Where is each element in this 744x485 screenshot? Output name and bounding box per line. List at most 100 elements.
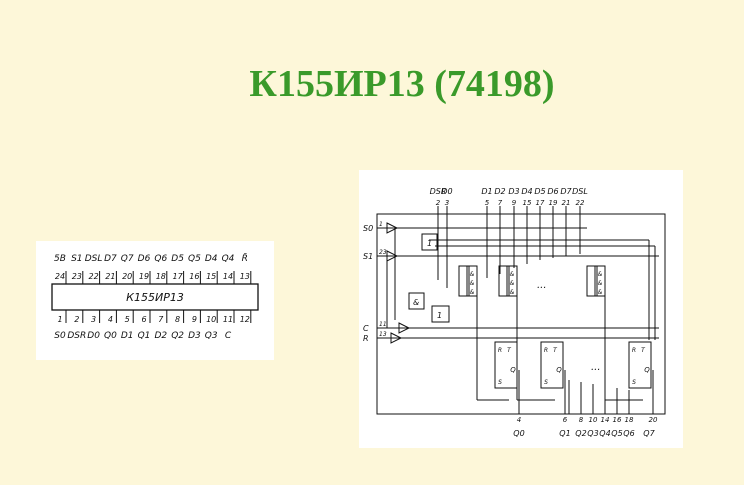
pin-bottom-label: Q0 bbox=[104, 331, 117, 341]
control-pin-number: 11 bbox=[379, 321, 387, 328]
pin-bottom-number: 8 bbox=[175, 315, 180, 324]
pin-bottom-label: D0 bbox=[87, 331, 100, 341]
ff-reset-label: R bbox=[544, 347, 548, 354]
input-pin-number: 3 bbox=[445, 199, 449, 207]
pin-top-label: R̄ bbox=[242, 252, 248, 264]
ff-output-label: Q bbox=[556, 366, 562, 374]
mux-and-label: & bbox=[470, 289, 475, 296]
control-label: S1 bbox=[363, 252, 373, 261]
input-label: DSR bbox=[430, 187, 447, 196]
output-pin-number: 20 bbox=[649, 416, 658, 424]
chip-body bbox=[51, 283, 259, 311]
mux-and-label: & bbox=[598, 280, 603, 287]
ff-type-label: T bbox=[507, 347, 512, 354]
input-label: DSL bbox=[572, 187, 588, 196]
output-label: Q5 bbox=[611, 429, 622, 438]
pin-bottom-label: Q2 bbox=[171, 331, 184, 341]
ff-type-label: T bbox=[553, 347, 558, 354]
input-pin-number: 2 bbox=[436, 199, 441, 207]
pin-top-label: Q6 bbox=[154, 254, 167, 264]
pin-top-label: D6 bbox=[138, 254, 151, 264]
mux-and-label: & bbox=[470, 271, 475, 278]
output-pin-number: 16 bbox=[613, 416, 622, 424]
pin-top-number: 22 bbox=[89, 272, 99, 281]
pin-top-number: 16 bbox=[189, 272, 199, 281]
pin-bottom-number: 3 bbox=[91, 315, 96, 324]
ff-type-label: T bbox=[641, 347, 646, 354]
ff-reset-label: R bbox=[632, 347, 636, 354]
pin-bottom-label: D2 bbox=[154, 331, 167, 341]
pin-top-label: Q5 bbox=[188, 254, 201, 264]
mux-and-label: & bbox=[510, 289, 515, 296]
pin-top-number: 20 bbox=[122, 272, 132, 281]
pin-bottom-label: D3 bbox=[188, 331, 201, 341]
pin-bottom-number: 2 bbox=[74, 315, 79, 324]
input-label: D7 bbox=[560, 187, 572, 196]
gate-or-label-2: 1 bbox=[437, 311, 442, 320]
pin-bottom-number: 4 bbox=[108, 315, 113, 324]
pin-bottom-label: DSR bbox=[67, 331, 86, 341]
output-label: Q7 bbox=[643, 429, 655, 438]
output-pin-number: 4 bbox=[517, 416, 521, 424]
input-pin-number: 17 bbox=[536, 199, 545, 207]
mux-and-label: & bbox=[598, 271, 603, 278]
pin-top-label: S1 bbox=[71, 254, 82, 264]
control-label: S0 bbox=[363, 224, 373, 233]
pin-top-label: D5 bbox=[171, 254, 184, 264]
output-pin-number: 14 bbox=[601, 416, 610, 424]
output-label: Q2 bbox=[575, 429, 586, 438]
page-title: К155ИР13 (74198) bbox=[249, 63, 555, 105]
control-pin-number: 13 bbox=[379, 331, 387, 338]
input-label: D0 bbox=[441, 187, 452, 196]
control-label: R bbox=[363, 334, 369, 343]
output-pin-number: 6 bbox=[563, 416, 568, 424]
gate-or-label: 1 bbox=[427, 239, 432, 248]
output-label: Q1 bbox=[559, 429, 570, 438]
output-pin-number: 18 bbox=[625, 416, 634, 424]
pin-top-number: 18 bbox=[156, 272, 166, 281]
pin-bottom-label: C bbox=[225, 331, 232, 341]
pin-top-number: 17 bbox=[173, 272, 184, 281]
control-pin-number: 1 bbox=[379, 221, 383, 228]
pin-top-number: 19 bbox=[139, 272, 149, 281]
ellipsis-ff: ... bbox=[591, 362, 601, 373]
ff-set-label: S bbox=[544, 379, 548, 386]
pin-bottom-number: 10 bbox=[206, 315, 216, 324]
input-pin-number: 5 bbox=[485, 199, 490, 207]
pin-top-label: D4 bbox=[205, 254, 218, 264]
output-label: Q6 bbox=[623, 429, 634, 438]
pin-bottom-number: 9 bbox=[192, 315, 197, 324]
pin-top-number: 15 bbox=[206, 272, 216, 281]
pin-bottom-number: 7 bbox=[158, 315, 164, 324]
output-label: Q3 bbox=[587, 429, 598, 438]
mux-and-label: & bbox=[510, 280, 515, 287]
pin-bottom-label: Q1 bbox=[138, 331, 151, 341]
schematic-frame bbox=[376, 213, 666, 415]
input-pin-number: 7 bbox=[498, 199, 503, 207]
mux-and-label: & bbox=[510, 271, 515, 278]
chip-name: К155ИР13 bbox=[126, 291, 184, 304]
ff-output-label: Q bbox=[510, 366, 516, 374]
pin-top-label: DSL bbox=[85, 254, 103, 264]
input-pin-number: 21 bbox=[562, 199, 571, 207]
input-pin-number: 15 bbox=[523, 199, 532, 207]
pin-top-number: 24 bbox=[55, 272, 65, 281]
pin-bottom-number: 1 bbox=[57, 315, 62, 324]
pin-bottom-label: D1 bbox=[121, 331, 134, 341]
gate-and-label: & bbox=[413, 298, 419, 307]
mux-and-label: & bbox=[598, 289, 603, 296]
pin-top-label: Q7 bbox=[121, 254, 134, 264]
ff-output-label: Q bbox=[644, 366, 650, 374]
input-label: D5 bbox=[534, 187, 545, 196]
